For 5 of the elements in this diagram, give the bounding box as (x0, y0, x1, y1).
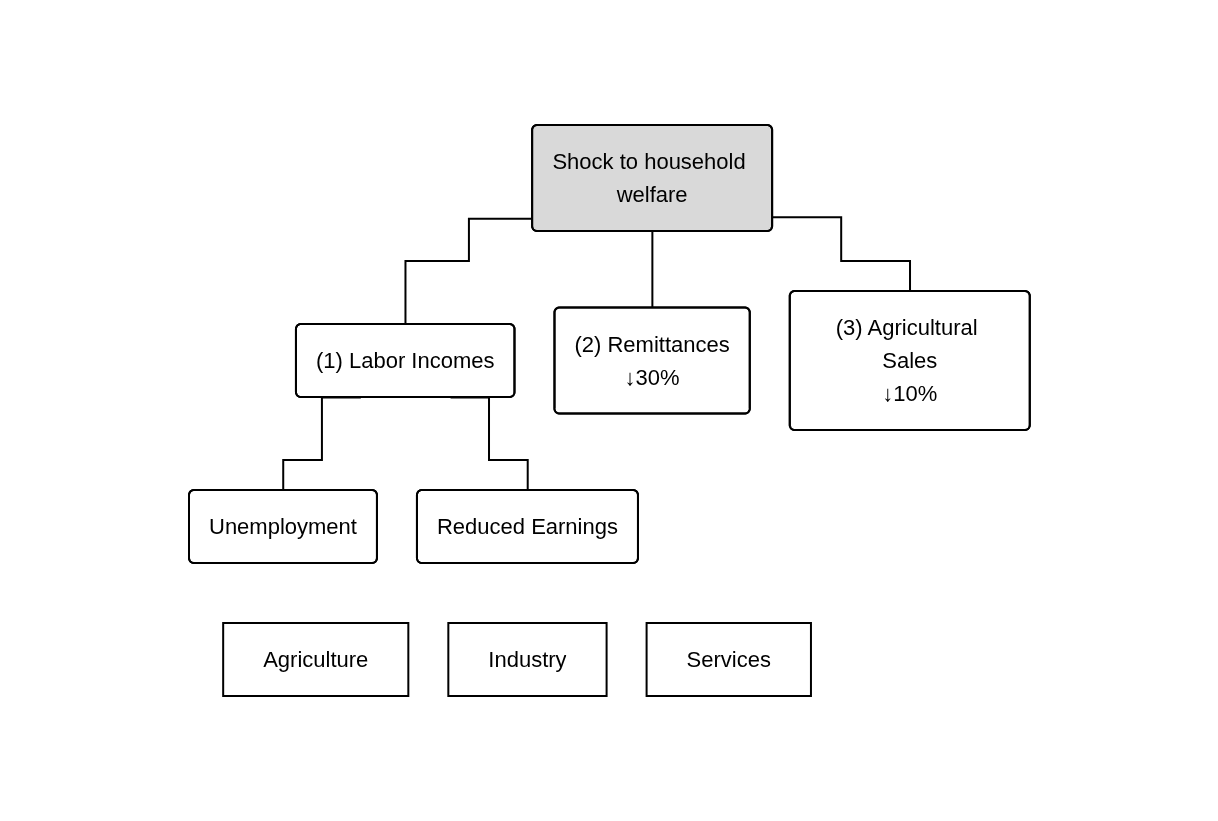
node-box: Industry (446, 622, 608, 697)
node-box: Services (645, 622, 812, 697)
connector (651, 230, 654, 309)
node-box: Agriculture (221, 622, 409, 697)
connector (771, 216, 911, 293)
